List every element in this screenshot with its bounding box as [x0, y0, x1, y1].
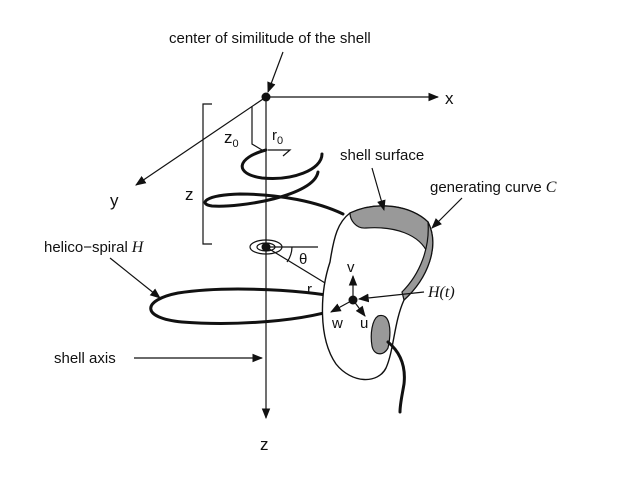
x-axis-label: x — [445, 89, 454, 108]
u-vector — [352, 299, 366, 317]
theta-arc — [286, 246, 293, 263]
shell-lower-patch — [370, 314, 391, 355]
y-axis-label: y — [110, 191, 119, 210]
v-label: v — [347, 259, 355, 276]
helico-spiral-upper-loop-2 — [203, 170, 345, 216]
H-t-callout-arrow — [357, 291, 425, 303]
z-axis-label: z — [260, 435, 269, 454]
theta-label: θ — [299, 251, 307, 268]
shell-axis-label: shell axis — [54, 350, 116, 367]
center-callout-arrow — [267, 51, 284, 94]
center-of-similitude-label: center of similitude of the shell — [169, 30, 371, 47]
center-of-similitude-point — [261, 92, 271, 102]
shell-surface-callout-arrow — [371, 167, 386, 212]
helico-spiral-upper-loop-1 — [240, 148, 324, 180]
u-label: u — [360, 315, 368, 332]
z0-label: z0 — [224, 128, 239, 150]
w-vector — [330, 299, 354, 313]
helico-spiral-callout-arrow — [109, 257, 161, 299]
z0-brace — [251, 106, 263, 151]
helico-spiral-lower-loop — [149, 287, 355, 325]
r0-label: r0 — [272, 127, 283, 147]
helico-spiral-tail — [386, 340, 406, 414]
z-brace — [202, 103, 212, 245]
H-t-label: H(t) — [427, 284, 455, 301]
y-axis-line — [135, 96, 267, 186]
z-brace-label: z — [185, 185, 194, 204]
r-label: r — [307, 281, 312, 298]
generating-curve-callout-arrow — [431, 197, 463, 229]
r0-marker — [268, 149, 292, 157]
w-label: w — [331, 315, 343, 332]
generating-curve-edge — [401, 221, 434, 302]
shell-surface-label: shell surface — [340, 147, 424, 164]
